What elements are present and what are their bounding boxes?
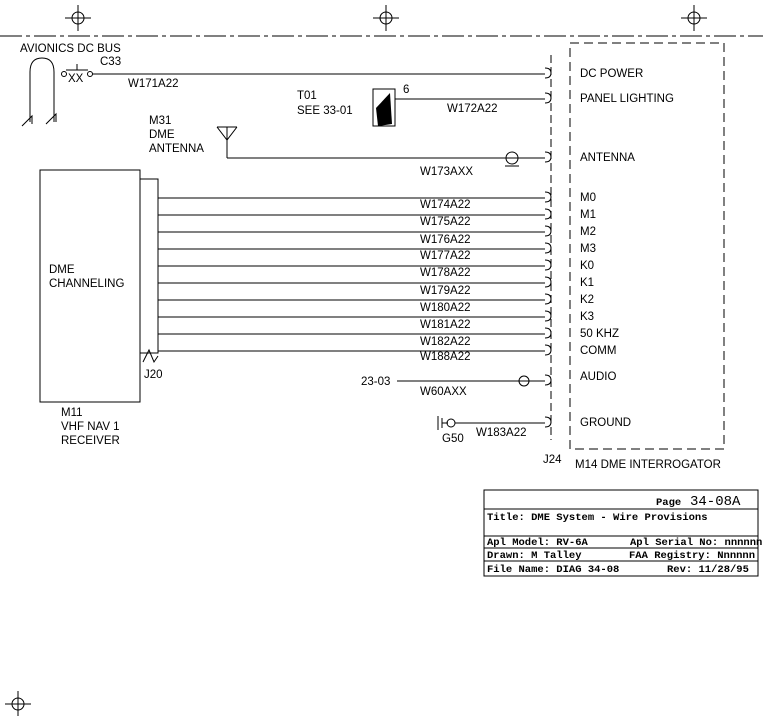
ground-terminal [446,418,456,428]
coax-connector-symbol [505,151,519,167]
connector-pin-icon [544,242,552,254]
receiver-box-text-0: DME [49,264,75,276]
pin-label: 50 KHZ [580,328,619,340]
pin-label: M2 [580,226,596,238]
connector-pin-icon [544,92,552,104]
connector-pin-icon [544,344,552,356]
connector-pin-icon [544,225,552,237]
breaker-rating: XX [68,73,84,85]
registration-mark-top-right [681,5,707,31]
apl-serial: Apl Serial No: nnnnnn [630,537,762,549]
pin-label: M3 [580,243,596,255]
t01-connector-symbol [372,88,396,127]
antenna-label-2: ANTENNA [149,143,204,155]
connector-pin-icon [544,310,552,322]
pin-label: K3 [580,311,594,323]
connector-pin-icon [544,327,552,339]
wire-label: W171A22 [128,78,179,90]
t01-label-0: T01 [297,90,317,102]
registration-mark-top-center [373,5,399,31]
page-label: Page [656,497,681,509]
connector-j24: J24 [543,454,562,466]
wire-label: W177A22 [420,250,471,262]
bus-label: AVIONICS DC BUS [20,43,121,55]
connector-pin-icon [544,374,552,386]
connector-pin-icon [544,208,552,220]
pin-label: K1 [580,277,594,289]
antenna-icon [216,126,238,158]
breaker-label: C33 [100,56,121,68]
receiver-label-1: VHF NAV 1 [61,421,120,433]
t01-pin: 6 [403,84,409,96]
wire-label: W183A22 [476,427,527,439]
pin-label: COMM [580,345,616,357]
drawing-title: Title: DME System - Wire Provisions [487,512,708,524]
connector-pin-icon [544,293,552,305]
registration-mark-top-left [65,5,91,31]
wire-label: W175A22 [420,216,471,228]
wire-label: W181A22 [420,319,471,331]
pin-label: M1 [580,209,596,221]
wire-label: W179A22 [420,285,471,297]
interrogator-box [569,42,725,450]
connector-pin-icon [544,259,552,271]
title-block: Page 34-08A Title: DME System - Wire Pro… [483,489,762,577]
wire-label: W172A22 [447,103,498,115]
wire-label: W60AXX [420,386,467,398]
drawn-by: Drawn: M Talley [487,550,582,562]
pin-label: ANTENNA [580,152,635,164]
interrogator-label: M14 DME INTERROGATOR [575,459,721,471]
j20-connector-outline [140,178,159,354]
pin-label: AUDIO [580,371,616,383]
j20-pin-mark [142,348,159,364]
registration-mark-bottom-left [5,691,31,716]
bus-bar-symbol [21,57,57,127]
receiver-box-text-1: CHANNELING [49,278,124,290]
ground-label: G50 [442,433,464,445]
page-number: 34-08A [690,494,741,510]
wire-label: W174A22 [420,199,471,211]
faa-registry: FAA Registry: Nnnnnn [629,550,755,562]
wire-label: W188A22 [420,351,471,363]
wire-label: W180A22 [420,302,471,314]
antenna-label-1: DME [149,129,175,141]
revision: Rev: 11/28/95 [667,564,749,576]
pin-label: GROUND [580,417,631,429]
connector-pin-icon [544,416,552,428]
audio-ref: 23-03 [361,376,390,388]
wire-label: W173AXX [420,166,473,178]
t01-label-1: SEE 33-01 [297,105,353,117]
wire-label: W182A22 [420,336,471,348]
pin-label: M0 [580,192,596,204]
connector-pin-icon [544,276,552,288]
receiver-label-0: M11 [61,407,83,419]
pin-label: DC POWER [580,68,643,80]
pin-label: K2 [580,294,594,306]
connector-pin-icon [544,67,552,79]
connector-j20: J20 [144,369,163,381]
apl-model: Apl Model: RV-6A [487,537,589,549]
receiver-label-2: RECEIVER [61,435,120,447]
connector-pin-icon [544,151,552,163]
pin-label: K0 [580,260,594,272]
connector-pin-icon [544,191,552,203]
wire-label: W176A22 [420,234,471,246]
file-name: File Name: DIAG 34-08 [487,564,619,576]
antenna-label-0: M31 [149,115,171,127]
pin-label: PANEL LIGHTING [580,93,674,105]
wire-label: W178A22 [420,267,471,279]
receiver-box [39,169,141,403]
